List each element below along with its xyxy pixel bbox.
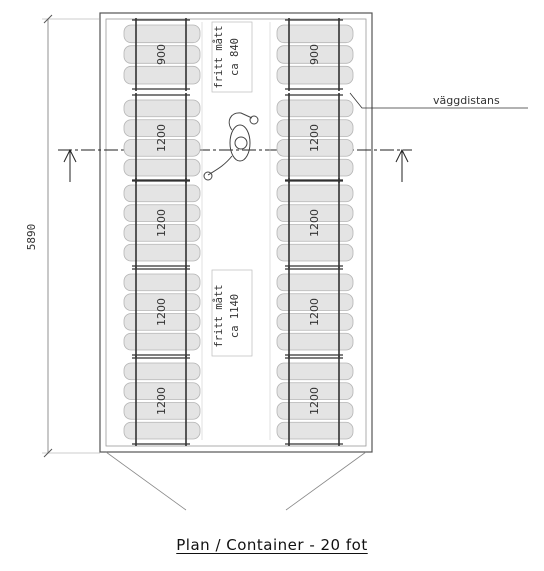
operator-body: [229, 124, 251, 162]
rack-bay: 1200: [276, 356, 354, 446]
rack-bay: 1200: [123, 267, 201, 357]
rack-item: [276, 313, 354, 331]
section-arrow-right-head: [395, 148, 409, 163]
rack-bay: 900: [276, 18, 354, 91]
rack-item: [276, 119, 354, 137]
rack-item: [276, 204, 354, 222]
rack-item: [276, 99, 354, 118]
door-swing-right: [285, 451, 367, 511]
rack-item: [123, 158, 201, 177]
rack-bay-label: 1200: [308, 124, 321, 152]
operator-figure: [203, 112, 259, 181]
rack-bay-label: 1200: [155, 298, 168, 326]
rack-item: [123, 99, 201, 118]
section-arrow-left-head: [63, 148, 77, 163]
rack-item: [123, 224, 201, 242]
dimension-tick-bottom: [43, 448, 53, 458]
rack-bay: 1200: [123, 178, 201, 268]
dimension-tick-top: [43, 14, 53, 24]
rack-item: [123, 332, 201, 351]
rack-item: [123, 119, 201, 137]
rack-item: [276, 421, 354, 440]
rack-bay: 1200: [123, 93, 201, 183]
rack-bay-label: 1200: [155, 124, 168, 152]
rack-item: [276, 293, 354, 311]
rack-item: [276, 224, 354, 242]
rack-item: [276, 402, 354, 420]
rack-item: [123, 139, 201, 157]
wall-distance-leader: [349, 92, 528, 109]
door-swing-left: [105, 451, 187, 511]
rack-item: [123, 184, 201, 203]
aisle-label-box-upper: [211, 21, 253, 93]
rack-item: [276, 24, 354, 44]
operator-arm-lower: [207, 155, 233, 176]
drawing-title: Plan / Container - 20 fot: [0, 536, 544, 554]
overall-dimension-label: 5890: [25, 224, 38, 251]
aisle-clearance-upper-line1: fritt mått: [212, 25, 225, 88]
aisle-clearance-lower-line2: ca 1140: [229, 294, 241, 338]
rack-item: [123, 382, 201, 400]
operator-head: [234, 136, 248, 150]
rack-bay-label: 900: [155, 44, 168, 65]
wall-distance-label: väggdistans: [433, 94, 500, 107]
rack-bay-label: 1200: [308, 209, 321, 237]
rack-item: [276, 243, 354, 262]
rack-item: [276, 362, 354, 381]
rack-row-right: 900 1200 1200 1200 1200: [276, 18, 354, 446]
rack-item: [123, 362, 201, 381]
rack-item: [276, 332, 354, 351]
rack-item: [276, 45, 354, 64]
rack-bay: 1200: [123, 356, 201, 446]
rack-bay: 1200: [276, 178, 354, 268]
rack-item: [123, 402, 201, 420]
rack-item: [276, 65, 354, 85]
rack-bay-label: 1200: [308, 387, 321, 415]
rack-item: [123, 313, 201, 331]
rack-bay: 900: [123, 18, 201, 91]
aisle-label-box-lower: [211, 269, 253, 357]
rack-item: [123, 421, 201, 440]
rack-item: [123, 243, 201, 262]
rack-bay-label: 900: [308, 44, 321, 65]
rack-bay: 1200: [276, 267, 354, 357]
rack-item: [276, 273, 354, 292]
aisle-clearance-lower-line1: fritt mått: [212, 284, 225, 347]
operator-hand-upper: [249, 115, 259, 125]
rack-bay-label: 1200: [155, 209, 168, 237]
rack-item: [123, 45, 201, 64]
container-inner-wall: [105, 18, 367, 447]
rack-item: [123, 65, 201, 85]
aisle-clearance-upper-line2: ca 840: [229, 38, 241, 76]
rack-item: [276, 382, 354, 400]
operator-hand-lower: [203, 171, 213, 181]
rack-bay-label: 1200: [308, 298, 321, 326]
rack-item: [276, 139, 354, 157]
rack-item: [276, 184, 354, 203]
operator-arm-upper: [228, 112, 253, 131]
rack-item: [123, 24, 201, 44]
rack-bay: 1200: [276, 93, 354, 183]
rack-item: [123, 293, 201, 311]
container-outer-wall: [99, 12, 373, 453]
rack-row-left: 900 1200 1200 1200 1200: [123, 18, 201, 446]
rack-item: [276, 158, 354, 177]
drawing-title-text: Plan / Container - 20 fot: [176, 536, 368, 554]
rack-bay-label: 1200: [155, 387, 168, 415]
rack-item: [123, 204, 201, 222]
rack-item: [123, 273, 201, 292]
